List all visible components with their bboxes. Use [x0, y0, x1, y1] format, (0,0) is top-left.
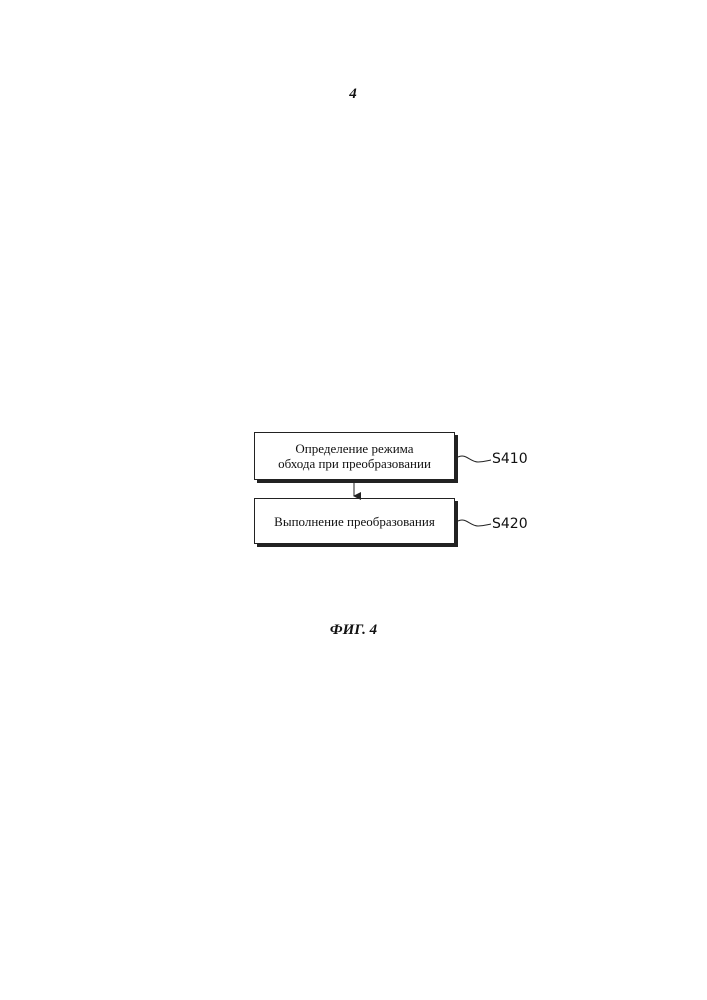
- leader-line-s410: [458, 456, 491, 462]
- step-label-s410: S410: [492, 451, 528, 467]
- leader-line-s420: [458, 520, 491, 526]
- step-label-s420: S420: [492, 516, 528, 532]
- figure-caption: ФИГ. 4: [300, 622, 407, 639]
